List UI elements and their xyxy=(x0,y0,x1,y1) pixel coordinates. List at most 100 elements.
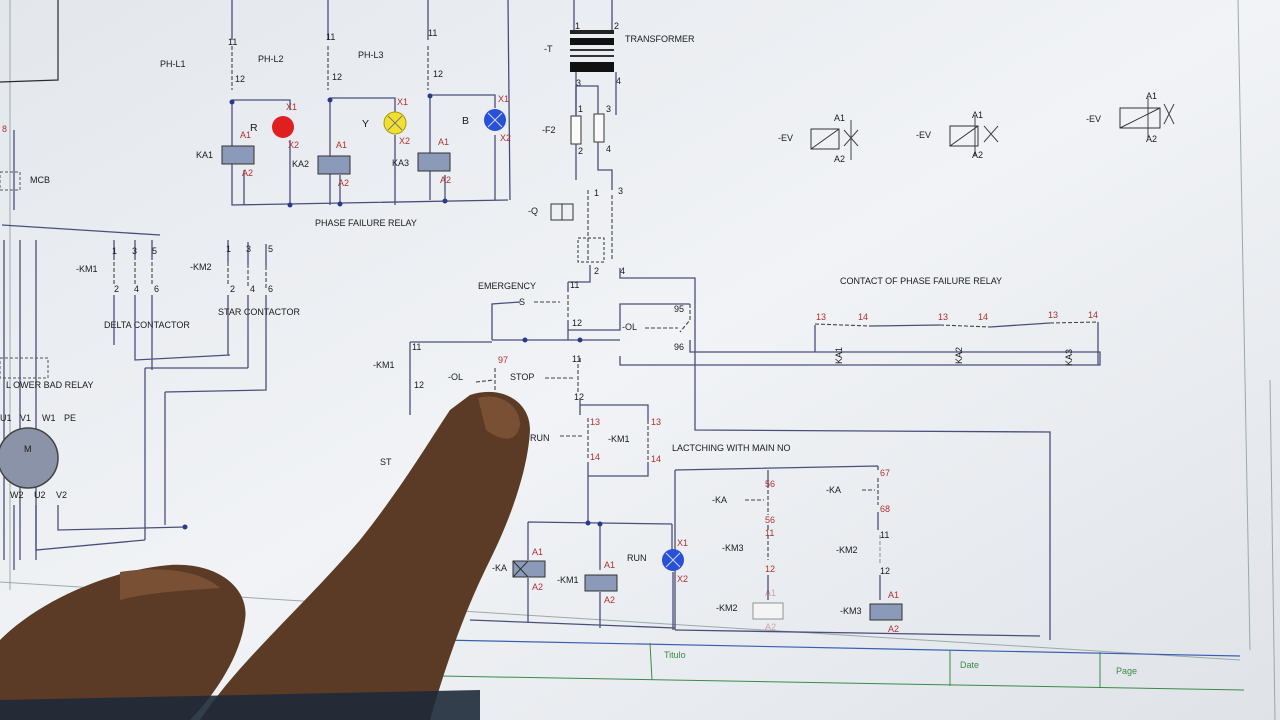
svg-text:11: 11 xyxy=(765,528,774,538)
km3-coil xyxy=(869,603,903,621)
svg-text:A2: A2 xyxy=(888,624,899,634)
svg-text:56: 56 xyxy=(765,479,775,489)
phase-failure-relay-title: PHASE FAILURE RELAY xyxy=(315,218,417,228)
svg-text:A2: A2 xyxy=(834,154,845,164)
km3-coil-label: -KM3 xyxy=(840,606,862,616)
svg-text:11: 11 xyxy=(572,354,581,364)
ev-ref-1: -EV xyxy=(778,133,793,143)
ev-ref-2: -EV xyxy=(916,130,931,140)
motor-u1: U1 xyxy=(0,413,12,423)
svg-text:A2: A2 xyxy=(765,622,776,632)
svg-text:A1: A1 xyxy=(1146,91,1157,101)
svg-text:14: 14 xyxy=(651,454,661,464)
ka-contact-ref-1: -KA xyxy=(712,495,727,505)
svg-text:11: 11 xyxy=(228,37,237,47)
svg-text:5: 5 xyxy=(152,246,157,256)
motor-w1: W1 xyxy=(42,413,56,423)
lamp-letter-y: Y xyxy=(362,118,369,130)
svg-text:X1: X1 xyxy=(397,97,408,107)
emergency-label: EMERGENCY xyxy=(478,281,536,291)
svg-text:11: 11 xyxy=(880,530,889,540)
svg-text:M: M xyxy=(24,444,32,454)
svg-text:11: 11 xyxy=(412,342,421,352)
svg-text:95: 95 xyxy=(674,304,684,314)
ka-coil xyxy=(512,560,546,578)
svg-text:2: 2 xyxy=(594,266,599,276)
svg-text:14: 14 xyxy=(978,312,988,322)
svg-text:4: 4 xyxy=(250,284,255,294)
svg-text:X2: X2 xyxy=(288,140,299,150)
ka2-label: KA2 xyxy=(292,159,309,169)
svg-text:2: 2 xyxy=(230,284,235,294)
svg-text:A1: A1 xyxy=(888,590,899,600)
svg-text:A1: A1 xyxy=(765,588,776,598)
ka-coil-label: -KA xyxy=(492,563,507,573)
motor-v2: V2 xyxy=(56,490,67,500)
svg-text:X2: X2 xyxy=(677,574,688,584)
svg-text:X1: X1 xyxy=(286,102,297,112)
svg-text:A2: A2 xyxy=(972,150,983,160)
svg-text:X2: X2 xyxy=(399,136,410,146)
svg-text:A1: A1 xyxy=(240,130,251,140)
km1-coil xyxy=(584,574,618,592)
svg-text:67: 67 xyxy=(880,468,890,478)
motor-w2: W2 xyxy=(10,490,24,500)
svg-text:13: 13 xyxy=(938,312,948,322)
km3-ref: -KM3 xyxy=(722,543,744,553)
svg-text:A2: A2 xyxy=(532,582,543,592)
svg-text:13: 13 xyxy=(1048,310,1058,320)
title-block-date: Date xyxy=(960,660,979,670)
ka1-coil xyxy=(221,145,255,165)
transformer-ref: -T xyxy=(544,44,553,54)
km1-coil-label: -KM1 xyxy=(557,575,579,585)
svg-text:2: 2 xyxy=(578,146,583,156)
lamp-letter-b: B xyxy=(462,115,469,127)
delta-contactor-label: DELTA CONTACTOR xyxy=(104,320,190,330)
svg-text:2: 2 xyxy=(614,21,619,31)
motor-pe: PE xyxy=(64,413,76,423)
svg-text:A1: A1 xyxy=(972,110,983,120)
ka3-label: KA3 xyxy=(392,158,409,168)
svg-text:8: 8 xyxy=(2,124,7,134)
ka-contact-ref-2: -KA xyxy=(826,485,841,495)
km1-ref-left: -KM1 xyxy=(373,360,395,370)
km2-left-label: -KM2 xyxy=(190,262,212,272)
svg-text:A2: A2 xyxy=(242,168,253,178)
svg-text:3: 3 xyxy=(576,78,581,88)
contact-pfr-title: CONTACT OF PHASE FAILURE RELAY xyxy=(840,276,1002,286)
ka3-contact-label: KA3 xyxy=(1064,349,1074,366)
svg-text:14: 14 xyxy=(590,452,600,462)
svg-text:12: 12 xyxy=(433,69,443,79)
svg-text:1: 1 xyxy=(575,21,580,31)
ka3-coil xyxy=(417,152,451,172)
svg-text:4: 4 xyxy=(134,284,139,294)
star-contactor-label: STAR CONTACTOR xyxy=(218,307,301,317)
svg-text:3: 3 xyxy=(606,104,611,114)
overload-relay-label: L OWER BAD RELAY xyxy=(6,380,94,390)
svg-text:4: 4 xyxy=(616,76,621,86)
svg-text:11: 11 xyxy=(428,28,437,38)
svg-text:6: 6 xyxy=(268,284,273,294)
svg-text:X1: X1 xyxy=(677,538,688,548)
svg-text:96: 96 xyxy=(674,342,684,352)
svg-text:A2: A2 xyxy=(604,595,615,605)
km2-coil xyxy=(752,602,784,620)
ph-l3-label: PH-L3 xyxy=(358,50,384,60)
svg-text:12: 12 xyxy=(765,564,775,574)
svg-text:A1: A1 xyxy=(532,547,543,557)
svg-text:11: 11 xyxy=(570,280,579,290)
svg-text:3: 3 xyxy=(618,186,623,196)
ph-l2-label: PH-L2 xyxy=(258,54,284,64)
svg-text:13: 13 xyxy=(816,312,826,322)
svg-text:4: 4 xyxy=(606,144,611,154)
q-ref: -Q xyxy=(528,206,538,216)
svg-text:2: 2 xyxy=(114,284,119,294)
svg-text:6: 6 xyxy=(154,284,159,294)
km2-coil-label: -KM2 xyxy=(716,603,738,613)
svg-text:A1: A1 xyxy=(604,560,615,570)
svg-text:X2: X2 xyxy=(500,133,511,143)
